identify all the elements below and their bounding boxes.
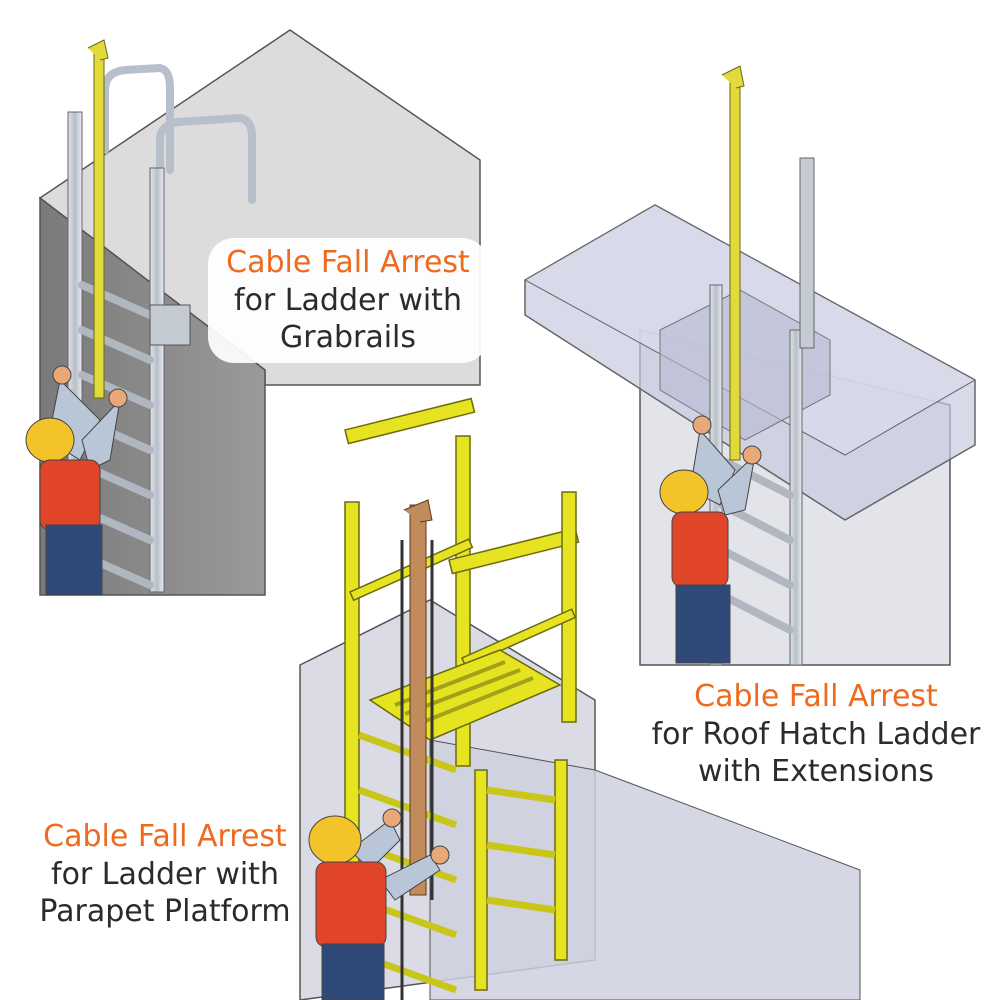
label-roof-hatch: Cable Fall Arrest for Roof Hatch Ladder … bbox=[640, 678, 992, 791]
fall-arrest-rail-icon bbox=[721, 65, 745, 461]
grabrail-icon bbox=[101, 63, 256, 234]
worker-figure-icon bbox=[659, 415, 762, 664]
worker-figure-icon bbox=[25, 365, 128, 596]
fall-arrest-rail-icon bbox=[400, 499, 434, 1000]
label-grabrails-line1: for Ladder with bbox=[234, 282, 462, 318]
label-roof-hatch-title: Cable Fall Arrest bbox=[694, 679, 938, 714]
fall-arrest-rail-icon bbox=[87, 39, 109, 399]
panel-roof-hatch bbox=[523, 65, 977, 666]
label-roof-hatch-line1: for Roof Hatch Ladder bbox=[651, 716, 981, 752]
label-roof-hatch-line2: with Extensions bbox=[697, 754, 935, 789]
label-grabrails-line2: Grabrails bbox=[279, 320, 417, 355]
label-grabrails: Cable Fall Arrest for Ladder with Grabra… bbox=[208, 238, 488, 363]
label-parapet-line2: Parapet Platform bbox=[39, 894, 291, 929]
panel-parapet bbox=[299, 397, 861, 1000]
label-parapet-line1: for Ladder with bbox=[51, 856, 279, 892]
label-grabrails-title: Cable Fall Arrest bbox=[226, 245, 470, 280]
label-parapet-title: Cable Fall Arrest bbox=[43, 819, 287, 854]
worker-figure-icon bbox=[308, 808, 450, 1000]
label-parapet: Cable Fall Arrest for Ladder with Parape… bbox=[20, 818, 310, 931]
